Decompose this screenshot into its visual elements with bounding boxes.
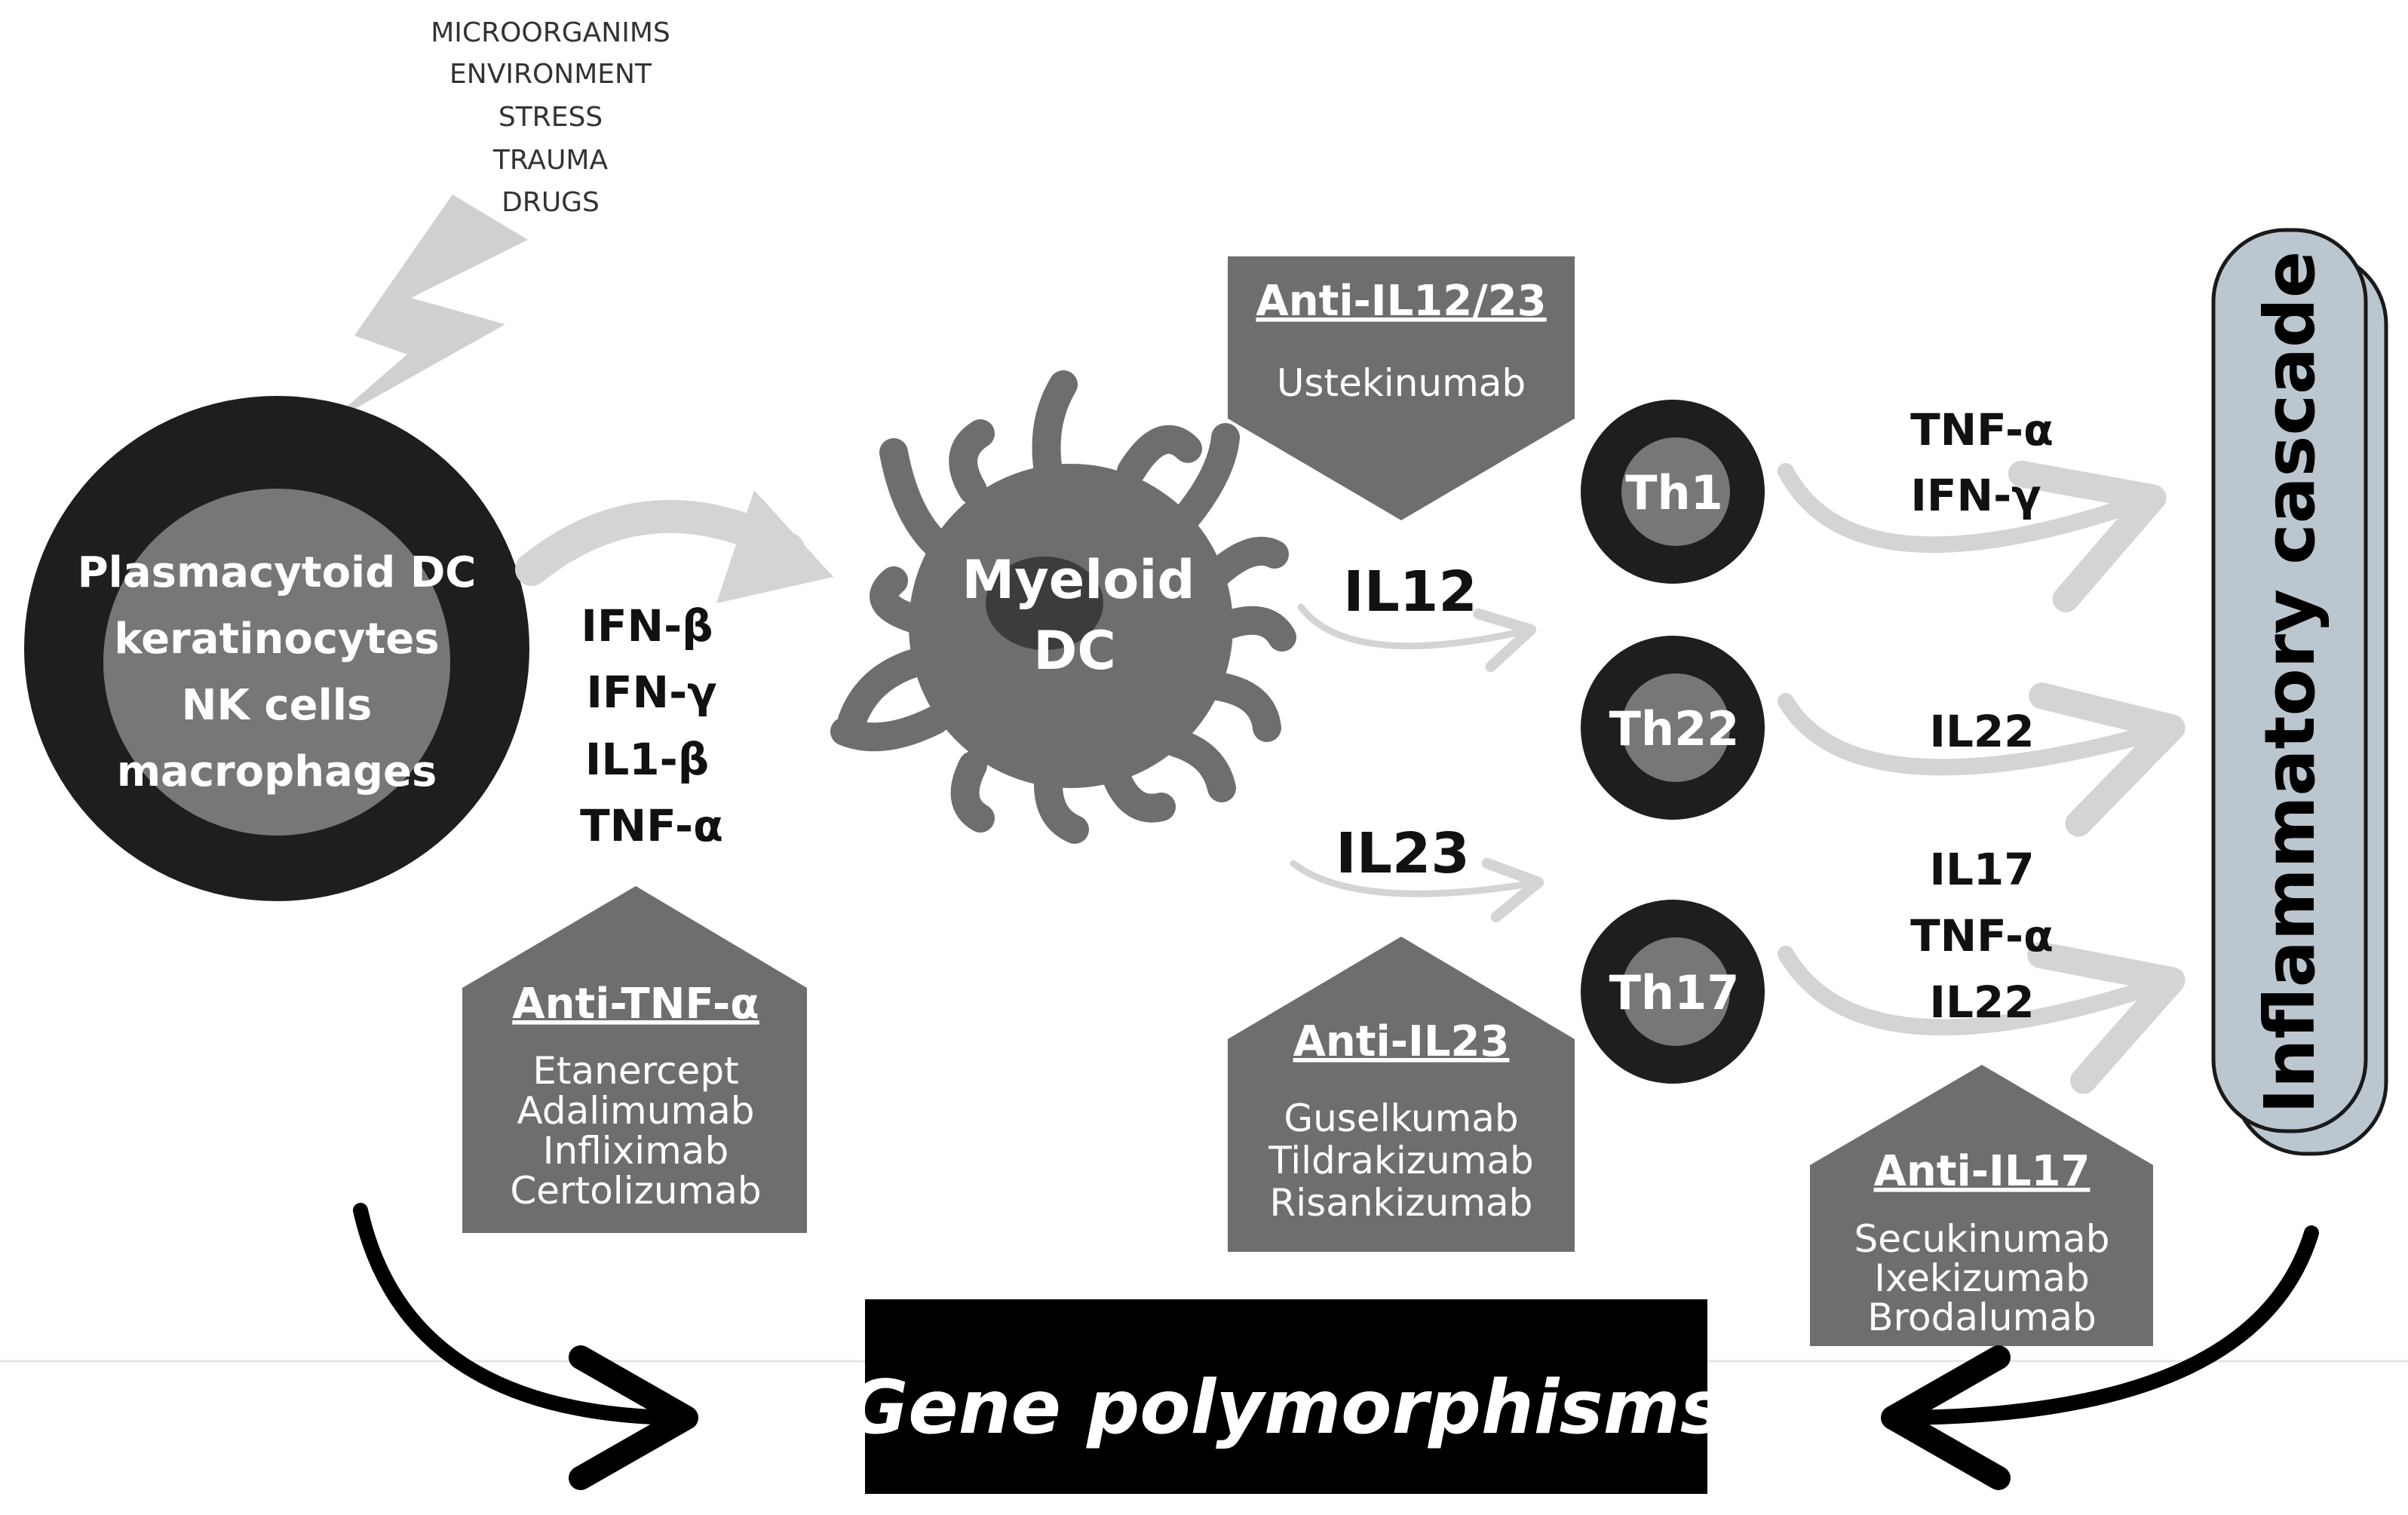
drug-ustekinumab: Ustekinumab xyxy=(1277,361,1526,405)
anti-il23-box: Anti-IL23 Guselkumab Tildrakizumab Risan… xyxy=(1228,937,1575,1252)
trigger-microorganisms: MICROORGANIMS xyxy=(431,17,670,48)
th1-output-tnf-alpha: TNF-α xyxy=(1910,404,2054,455)
th1-output-ifn-gamma: IFN-γ xyxy=(1910,470,2041,521)
inflammatory-cascade-pill: Inflammatory cascade xyxy=(2211,228,2388,1156)
th22-label: Th22 xyxy=(1609,701,1740,756)
anti-il23-title: Anti-IL23 xyxy=(1293,1017,1510,1066)
source-cell-nk-cells: NK cells xyxy=(182,681,373,730)
source-cell-plasmacytoid-dc: Plasmacytoid DC xyxy=(78,548,477,597)
drug-adalimumab: Adalimumab xyxy=(517,1089,755,1133)
cytokine-il1-beta: IL1-β xyxy=(585,734,709,785)
il12-label: IL12 xyxy=(1343,560,1477,624)
myeloid-dc-label-2: DC xyxy=(1033,620,1115,682)
anti-il12-23-box: Anti-IL12/23 Ustekinumab xyxy=(1228,256,1575,520)
anti-il12-23-title: Anti-IL12/23 xyxy=(1256,277,1546,326)
arrow-th22-to-cascade xyxy=(1778,682,2186,837)
arrow-th1-to-cascade xyxy=(1778,460,2167,612)
th1-outputs: TNF-α IFN-γ xyxy=(1910,404,2054,521)
th22-cell: Th22 xyxy=(1581,636,1765,820)
drug-infliximab: Infliximab xyxy=(543,1129,729,1173)
arrow-il12-to-th1 xyxy=(1297,603,1537,673)
drug-etanercept: Etanercept xyxy=(532,1049,738,1093)
il23-label: IL23 xyxy=(1336,821,1470,886)
cytokine-ifn-gamma: IFN-γ xyxy=(586,667,716,718)
cytokine-ifn-beta: IFN-β xyxy=(581,600,713,652)
th17-output-il17: IL17 xyxy=(1929,844,2034,895)
source-cells-circle: Plasmacytoid DC keratinocytes NK cells m… xyxy=(24,396,529,901)
arrow-source-to-dc-head xyxy=(716,490,833,603)
th22-output-il22: IL22 xyxy=(1929,706,2034,757)
drug-certolizumab: Certolizumab xyxy=(510,1169,761,1213)
th17-outputs: IL17 TNF-α IL22 xyxy=(1910,844,2054,1028)
trigger-stress: STRESS xyxy=(498,102,603,133)
gene-polymorphisms-box: Gene polymorphisms xyxy=(848,1299,1724,1494)
arrow-il23-to-th17 xyxy=(1290,857,1544,923)
source-cytokines: IFN-β IFN-γ IL1-β TNF-α xyxy=(580,600,723,851)
drug-brodalumab: Brodalumab xyxy=(1867,1296,2096,1339)
th17-output-il22: IL22 xyxy=(1929,977,2034,1028)
arrow-th17-to-cascade xyxy=(1778,941,2186,1094)
anti-tnf-box: Anti-TNF-α Etanercept Adalimumab Inflixi… xyxy=(462,886,807,1233)
th17-cell: Th17 xyxy=(1581,900,1765,1084)
drug-risankizumab: Risankizumab xyxy=(1270,1181,1533,1225)
lightning-bolt-icon xyxy=(324,195,528,426)
myeloid-dc-label-1: Myeloid xyxy=(962,549,1195,611)
th1-label: Th1 xyxy=(1625,465,1723,520)
drug-guselkumab: Guselkumab xyxy=(1284,1096,1518,1140)
th22-outputs: IL22 xyxy=(1929,706,2034,757)
gene-polymorphisms-label: Gene polymorphisms xyxy=(848,1365,1724,1451)
drug-secukinumab: Secukinumab xyxy=(1854,1217,2110,1261)
myeloid-dc-cell: Myeloid DC xyxy=(830,370,1296,844)
anti-il17-title: Anti-IL17 xyxy=(1874,1147,2091,1196)
inflammatory-cascade-label: Inflammatory cascade xyxy=(2250,251,2330,1115)
trigger-drugs: DRUGS xyxy=(502,187,600,218)
arrow-left-to-gene xyxy=(353,1203,698,1490)
trigger-trauma: TRAUMA xyxy=(492,145,609,176)
source-cell-keratinocytes: keratinocytes xyxy=(114,615,439,664)
drug-tildrakizumab: Tildrakizumab xyxy=(1268,1139,1534,1182)
drug-ixekizumab: Ixekizumab xyxy=(1874,1256,2089,1300)
arrow-right-to-gene xyxy=(1881,1225,2319,1490)
trigger-environment: ENVIRONMENT xyxy=(449,59,652,90)
th17-label: Th17 xyxy=(1609,965,1740,1020)
anti-tnf-title: Anti-TNF-α xyxy=(512,980,759,1029)
th17-output-tnf-alpha: TNF-α xyxy=(1910,910,2054,961)
cytokine-tnf-alpha: TNF-α xyxy=(580,800,723,851)
trigger-list: MICROORGANIMS ENVIRONMENT STRESS TRAUMA … xyxy=(431,17,670,218)
source-cell-macrophages: macrophages xyxy=(117,747,437,796)
anti-il17-box: Anti-IL17 Secukinumab Ixekizumab Brodalu… xyxy=(1810,1065,2153,1346)
th1-cell: Th1 xyxy=(1581,400,1765,584)
